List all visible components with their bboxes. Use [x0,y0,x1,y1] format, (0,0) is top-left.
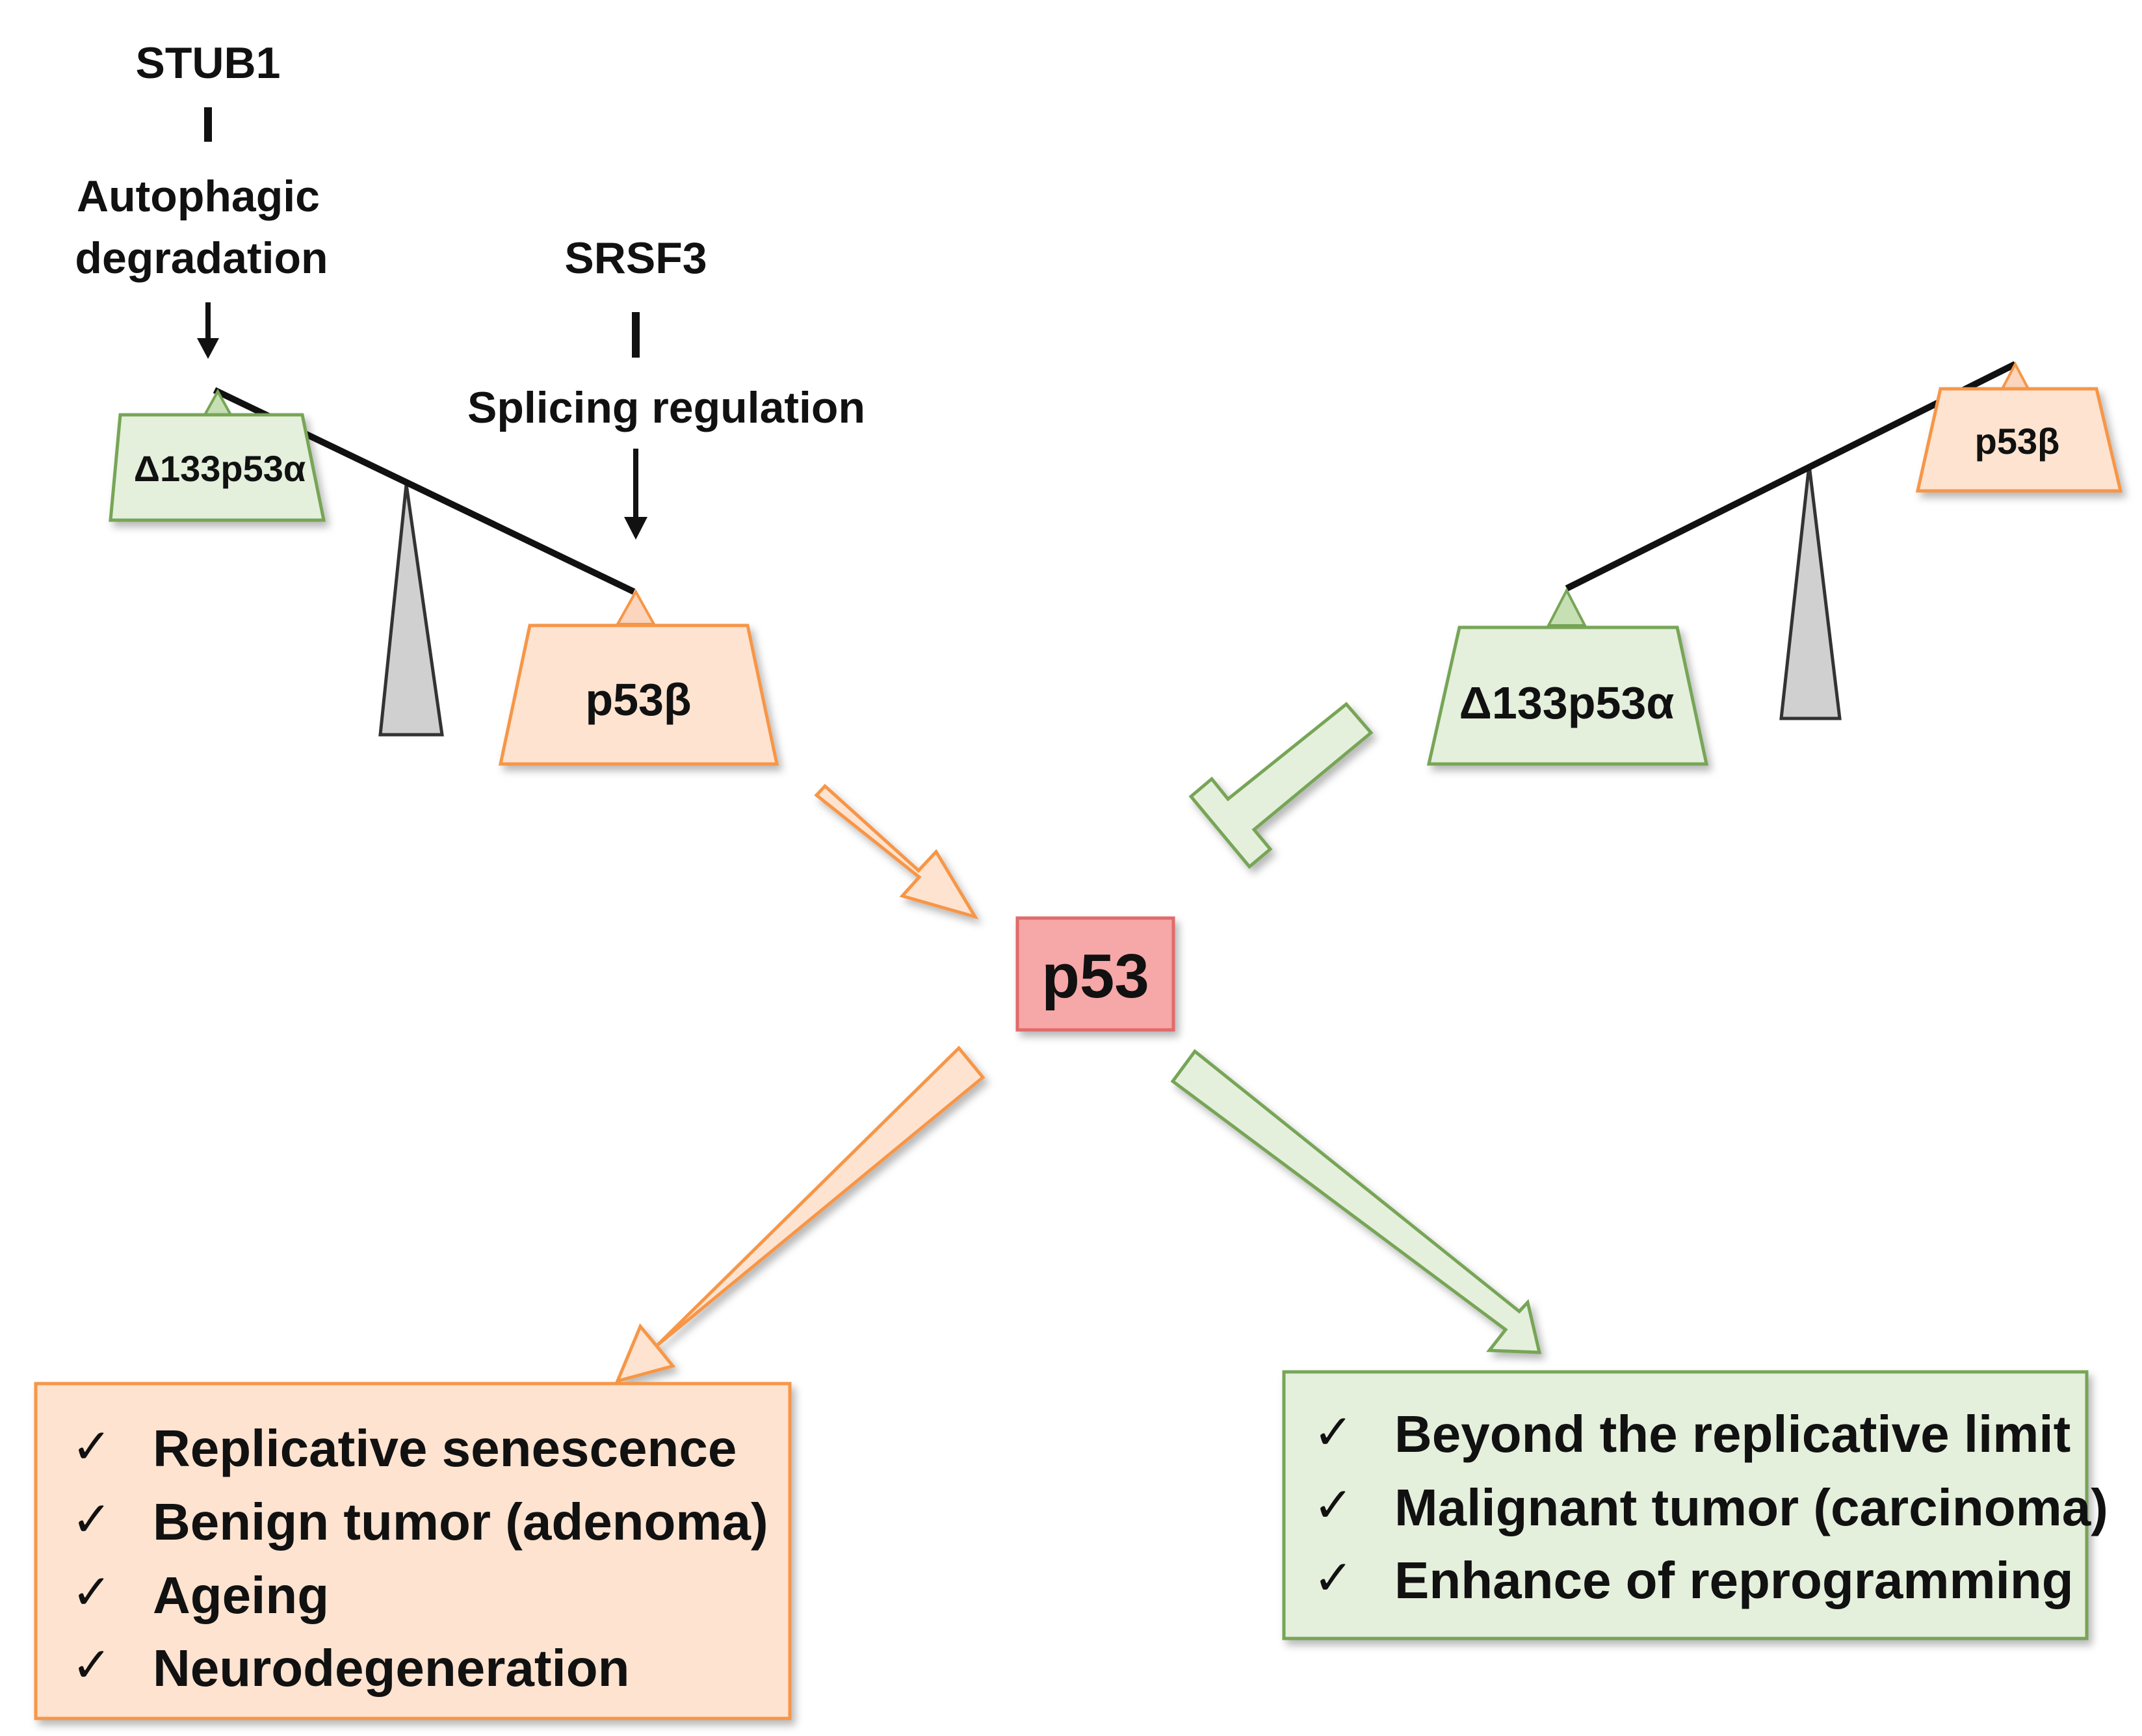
left-balance-down-weight-label: p53β [585,674,691,725]
check-icon: ✓ [1313,1550,1353,1606]
right-balance-up-weight-label: p53β [1975,421,2060,462]
senescence-outcome-arrow [614,1046,986,1384]
check-icon: ✓ [72,1419,112,1475]
stub1-label: STUB1 [136,38,281,88]
tumor-outcome-arrow [1170,1049,1542,1354]
outcome-left-item: Neurodegeneration [153,1639,629,1697]
check-icon: ✓ [72,1492,112,1547]
delta133p53alpha-inhibition-arrow [1188,702,1374,869]
outcome-right-item: Beyond the replicative limit [1394,1405,2070,1463]
outcome-right-item: Malignant tumor (carcinoma) [1394,1479,2108,1536]
outcome-left-item: Ageing [153,1566,329,1624]
check-icon: ✓ [72,1637,112,1693]
p53-node [1015,916,1175,1032]
check-icon: ✓ [1313,1477,1353,1533]
outcome-left-item: Benign tumor (adenoma) [153,1493,768,1551]
right-balance-pivot-down [1546,587,1587,627]
right-balance-down-weight [1426,625,1709,766]
left-balance-up-weight [109,413,326,522]
autophagic-label-line1: Autophagic [77,172,320,221]
outcomes-left-box [34,1382,792,1720]
outcome-right-item: Enhance of reprogramming [1394,1551,2074,1609]
p53-label: p53 [1041,941,1149,1011]
srsf3-label: SRSF3 [564,233,707,283]
right-balance-fulcrum [1779,464,1842,720]
outcome-left-item: Replicative senescence [153,1419,737,1477]
autophagic-label-line2: degradation [75,233,328,283]
right-balance-down-weight-label: Δ133p53α [1459,677,1675,728]
check-icon: ✓ [1313,1404,1353,1460]
splicing-arrow-head [624,517,647,540]
left-balance-pivot-down [615,588,657,625]
left-balance-fulcrum [378,484,444,737]
splicing-regulation-label: Splicing regulation [467,383,865,432]
left-balance-down-weight [498,624,779,766]
outcomes-right-box [1282,1370,2089,1640]
check-icon: ✓ [72,1564,112,1620]
autophagic-arrow-head [197,338,219,359]
right-balance-up-weight [1915,387,2123,493]
left-balance-up-weight-label: Δ133p53α [134,448,306,489]
p53beta-activation-arrow [814,783,979,920]
